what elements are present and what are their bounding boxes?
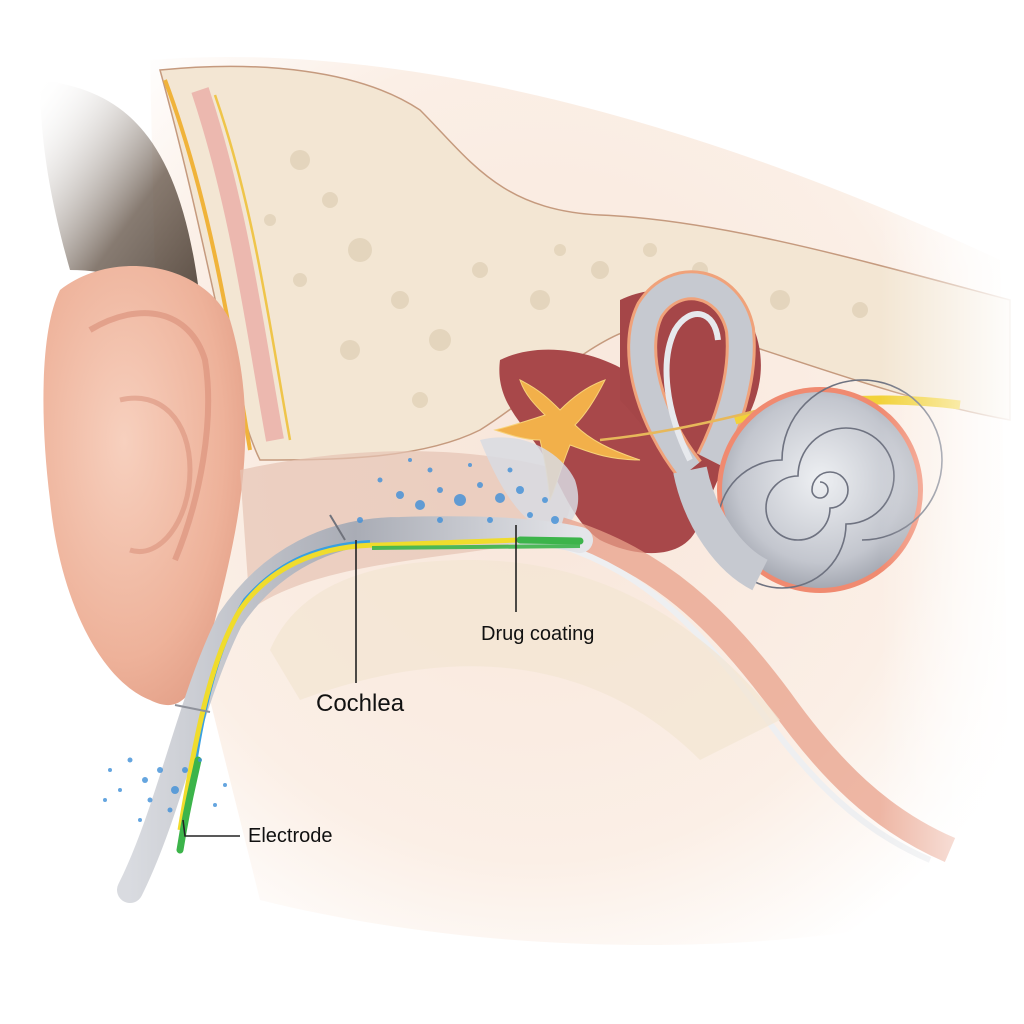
electrode-stripe-yellow (177, 537, 521, 831)
tissue-layer-red (191, 87, 284, 442)
lower-bone (270, 560, 780, 760)
cochlea-label: Cochlea (316, 690, 405, 717)
electrode-label: Electrode (248, 825, 333, 847)
electrode-leader (182, 819, 240, 837)
outer-ear (43, 266, 246, 706)
drug-coating-label: Drug coating (481, 623, 595, 645)
electrode-lead (117, 514, 593, 903)
leader-lines (182, 525, 517, 837)
bone-texture (264, 150, 868, 408)
electrode-stripe-green (176, 536, 584, 854)
semicircular-canals (627, 270, 756, 480)
skull-bone (159, 65, 1011, 461)
tissue-layer-yellow-2 (213, 94, 292, 441)
cochlea-base-tube (673, 466, 769, 591)
electrode-joint-2 (329, 514, 346, 541)
hair (40, 80, 200, 300)
electrode-stripe-green-2 (371, 544, 581, 550)
nerve-branch (599, 408, 761, 442)
eardrum (480, 437, 579, 535)
ear-concha (119, 395, 193, 554)
electrode-joint-1 (174, 704, 211, 713)
cochlea-spiral (673, 379, 943, 593)
drug-particles (103, 458, 559, 822)
ear-helix-fold (88, 310, 212, 562)
ossicles (493, 379, 641, 502)
